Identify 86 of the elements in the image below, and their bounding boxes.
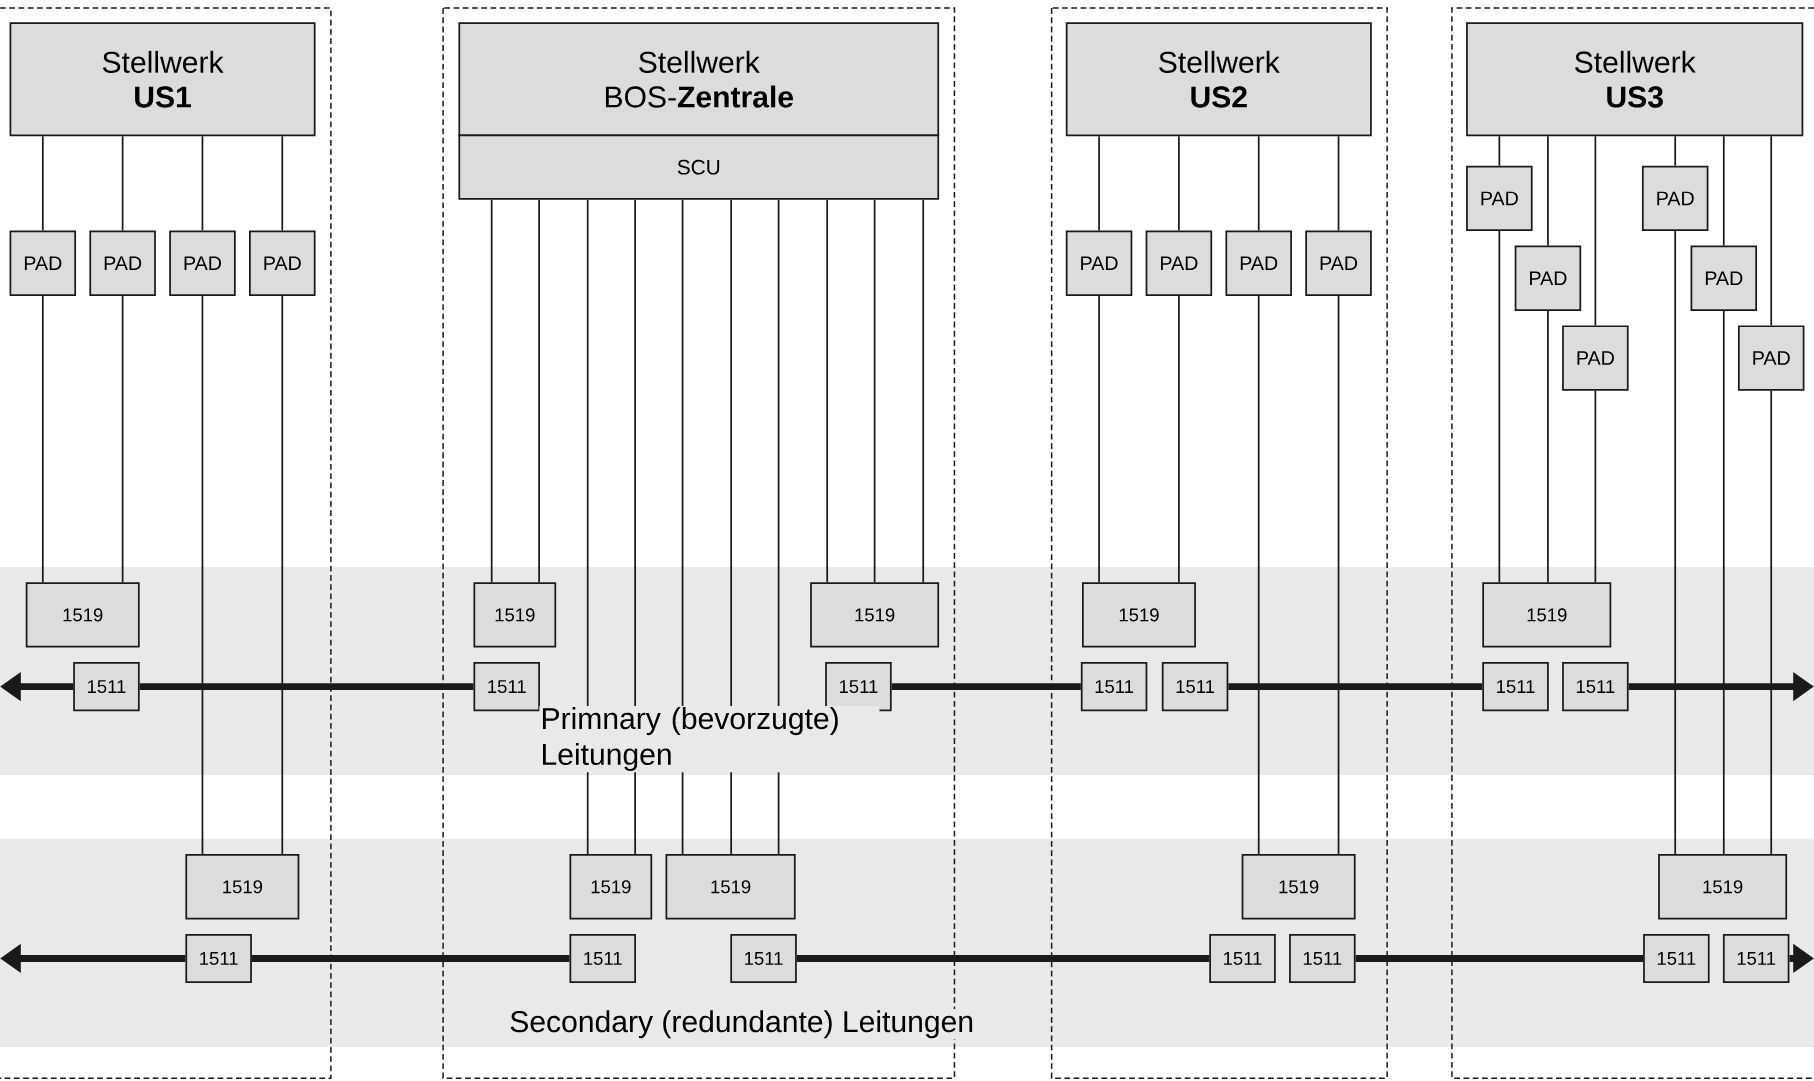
module-box: 1519: [25, 582, 140, 648]
connector-line: [1257, 295, 1260, 856]
pad-box: PAD: [1065, 230, 1133, 297]
module-box: 1511: [1562, 662, 1629, 712]
module-box: 1519: [1082, 582, 1196, 648]
pad-box: PAD: [1690, 245, 1758, 312]
bus-line: [796, 955, 1210, 963]
connector-line: [201, 135, 204, 232]
connector-line: [634, 199, 636, 856]
interlocking-box: Stellwerk BOS-Zentrale: [458, 22, 940, 137]
connector-line: [121, 135, 124, 232]
connector-line: [1337, 135, 1340, 232]
connector-line: [826, 199, 829, 584]
module-box: 1519: [1658, 854, 1788, 920]
connector-line: [922, 199, 925, 584]
connector-line: [1178, 135, 1180, 232]
module-box: 1519: [810, 582, 940, 648]
connector-line: [1547, 135, 1549, 247]
pad-box: PAD: [89, 230, 156, 297]
connector-line: [1674, 230, 1677, 856]
bus-line: [139, 683, 474, 691]
module-box: 1511: [1209, 934, 1276, 984]
pad-box: PAD: [1514, 245, 1582, 312]
connector-line: [490, 199, 493, 584]
connector-line: [586, 199, 589, 856]
pad-box: PAD: [1737, 325, 1805, 391]
module-box: 1519: [185, 854, 300, 920]
module-box: 1511: [185, 934, 252, 984]
pad-box: PAD: [1225, 230, 1292, 297]
connector-line: [1178, 295, 1180, 584]
module-box: 1519: [1482, 582, 1612, 648]
pad-box: PAD: [1305, 230, 1372, 297]
connector-line: [1498, 230, 1501, 584]
connector-line: [873, 199, 876, 584]
pad-box: PAD: [169, 230, 236, 297]
pad-box: PAD: [249, 230, 316, 297]
band-label: Primnary (bevorzugte) Leitungen: [539, 706, 880, 773]
connector-line: [281, 295, 284, 856]
connector-line: [281, 135, 284, 232]
module-box: 1511: [1722, 934, 1790, 984]
bus-line: [251, 955, 570, 963]
module-box: 1511: [73, 662, 140, 712]
connector-line: [1257, 135, 1260, 232]
module-box: 1519: [1241, 854, 1356, 920]
module-box: 1519: [665, 854, 796, 920]
module-box: 1511: [1643, 934, 1710, 984]
pad-box: PAD: [1466, 165, 1533, 232]
connector-line: [1498, 135, 1501, 167]
connector-line: [1770, 135, 1773, 327]
module-box: 1511: [569, 934, 636, 984]
module-box: 1511: [1289, 934, 1356, 984]
pad-box: PAD: [1641, 165, 1709, 232]
control-unit-box: SCU: [458, 134, 940, 201]
module-box: 1511: [473, 662, 540, 712]
connector-line: [538, 199, 540, 584]
connector-line: [201, 295, 204, 856]
connector-line: [1770, 390, 1773, 856]
pad-box: PAD: [1562, 325, 1629, 391]
connector-line: [1674, 135, 1677, 167]
connector-line: [1594, 390, 1597, 584]
connector-line: [1722, 310, 1725, 856]
interlocking-box: Stellwerk US3: [1466, 22, 1804, 137]
module-box: 1511: [1161, 662, 1229, 712]
connector-line: [681, 199, 684, 856]
connector-line: [1594, 135, 1597, 327]
pad-box: PAD: [9, 230, 77, 297]
bus-line: [1355, 955, 1644, 963]
module-box: 1519: [473, 582, 557, 648]
connector-line: [41, 135, 44, 232]
connector-line: [730, 199, 733, 856]
connector-line: [121, 295, 124, 584]
module-box: 1519: [569, 854, 653, 920]
module-box: 1511: [730, 934, 797, 984]
connector-line: [777, 199, 780, 856]
interlocking-box: Stellwerk US2: [1065, 22, 1372, 137]
module-box: 1511: [1482, 662, 1549, 712]
connector-line: [1722, 135, 1725, 247]
connector-line: [1098, 295, 1100, 584]
connector-line: [41, 295, 44, 584]
module-box: 1511: [1080, 662, 1148, 712]
connector-line: [1547, 310, 1549, 584]
band-label: Secondary (redundante) Leitungen: [508, 1009, 976, 1040]
connector-line: [1098, 135, 1100, 232]
interlocking-box: Stellwerk US1: [9, 22, 316, 137]
connector-line: [1337, 295, 1340, 856]
pad-box: PAD: [1145, 230, 1213, 297]
